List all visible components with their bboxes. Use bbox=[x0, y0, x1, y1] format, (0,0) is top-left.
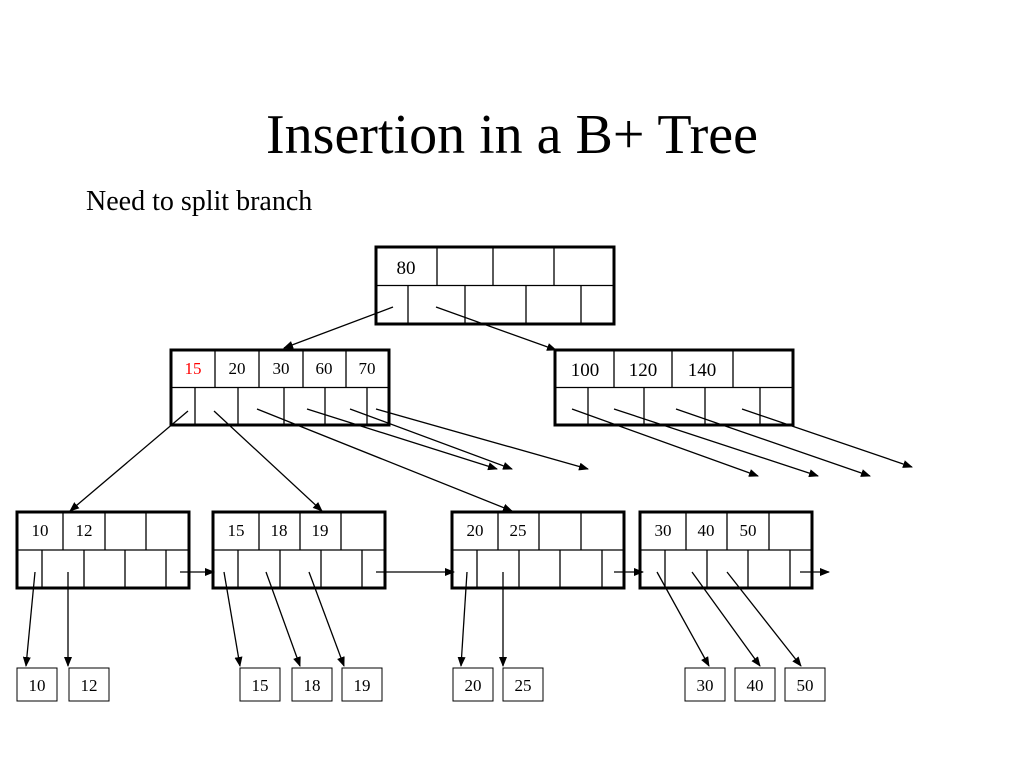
key-label: 25 bbox=[510, 521, 527, 540]
record-box: 50 bbox=[784, 667, 826, 702]
record-label: 40 bbox=[747, 676, 764, 695]
pointer-arrow bbox=[22, 571, 36, 667]
branch-node-right: 100 120 140 bbox=[553, 348, 795, 427]
record-label: 50 bbox=[797, 676, 814, 695]
record-box: 20 bbox=[452, 667, 494, 702]
key-label: 80 bbox=[397, 258, 416, 279]
pointer-arrow bbox=[741, 408, 913, 468]
key-label: 20 bbox=[229, 359, 246, 378]
root-node: 80 bbox=[374, 245, 616, 326]
pointer-arrow bbox=[435, 306, 557, 351]
record-box: 40 bbox=[734, 667, 776, 702]
pointer-arrow bbox=[308, 571, 345, 667]
record-label: 10 bbox=[29, 676, 46, 695]
leaf-2: 15 18 19 bbox=[211, 510, 387, 590]
pointer-arrow bbox=[675, 408, 871, 477]
record-label: 20 bbox=[465, 676, 482, 695]
key-label: 60 bbox=[316, 359, 333, 378]
record-box: 10 bbox=[16, 667, 58, 702]
page-subtitle: Need to split branch bbox=[86, 186, 313, 217]
record-frame bbox=[502, 667, 544, 702]
key-label: 120 bbox=[629, 360, 658, 381]
key-label: 18 bbox=[271, 521, 288, 540]
pointer-arrow bbox=[656, 571, 710, 667]
record-frame bbox=[239, 667, 281, 702]
record-frame bbox=[341, 667, 383, 702]
pointer-arrow bbox=[265, 571, 301, 667]
pointer-arrow bbox=[69, 410, 189, 512]
key-label: 100 bbox=[571, 360, 600, 381]
record-box: 25 bbox=[502, 667, 544, 702]
pointer-arrow bbox=[691, 571, 761, 667]
record-frame bbox=[291, 667, 333, 702]
pointer-arrow bbox=[256, 408, 513, 512]
pointer-arrow bbox=[283, 306, 394, 349]
record-frame bbox=[452, 667, 494, 702]
record-label: 12 bbox=[81, 676, 98, 695]
pointer-arrow bbox=[726, 571, 802, 667]
key-label: 40 bbox=[698, 521, 715, 540]
key-label: 20 bbox=[467, 521, 484, 540]
record-box: 18 bbox=[291, 667, 333, 702]
pointer-arrow bbox=[306, 408, 498, 471]
key-label: 12 bbox=[76, 521, 93, 540]
key-label: 30 bbox=[273, 359, 290, 378]
record-frame bbox=[734, 667, 776, 702]
pointer-arrow bbox=[613, 408, 819, 477]
pointer-arrow bbox=[457, 571, 468, 667]
pointer-arrow bbox=[571, 408, 759, 477]
key-label: 15 bbox=[185, 359, 202, 378]
record-label: 19 bbox=[354, 676, 371, 695]
key-label: 140 bbox=[688, 360, 717, 381]
record-frame bbox=[16, 667, 58, 702]
pointer-arrow bbox=[223, 571, 243, 667]
leaf-1: 10 12 bbox=[15, 510, 191, 590]
pointer-arrow bbox=[213, 410, 323, 512]
branch-node-left: 15 20 30 60 70 bbox=[169, 348, 391, 427]
record-label: 25 bbox=[515, 676, 532, 695]
page-title: Insertion in a B+ Tree bbox=[266, 104, 758, 166]
record-frame bbox=[684, 667, 726, 702]
record-label: 30 bbox=[697, 676, 714, 695]
pointer-arrow bbox=[349, 408, 513, 470]
record-box: 19 bbox=[341, 667, 383, 702]
record-label: 15 bbox=[252, 676, 269, 695]
record-box: 12 bbox=[68, 667, 110, 702]
pointer-arrow bbox=[375, 408, 589, 471]
key-label: 19 bbox=[312, 521, 329, 540]
key-label: 50 bbox=[740, 521, 757, 540]
record-box: 15 bbox=[239, 667, 281, 702]
key-label: 30 bbox=[655, 521, 672, 540]
key-label: 70 bbox=[359, 359, 376, 378]
record-label: 18 bbox=[304, 676, 321, 695]
key-label: 15 bbox=[228, 521, 245, 540]
record-frame bbox=[784, 667, 826, 702]
record-box: 30 bbox=[684, 667, 726, 702]
leaf-4: 30 40 50 bbox=[638, 510, 814, 590]
record-frame bbox=[68, 667, 110, 702]
key-label: 10 bbox=[32, 521, 49, 540]
